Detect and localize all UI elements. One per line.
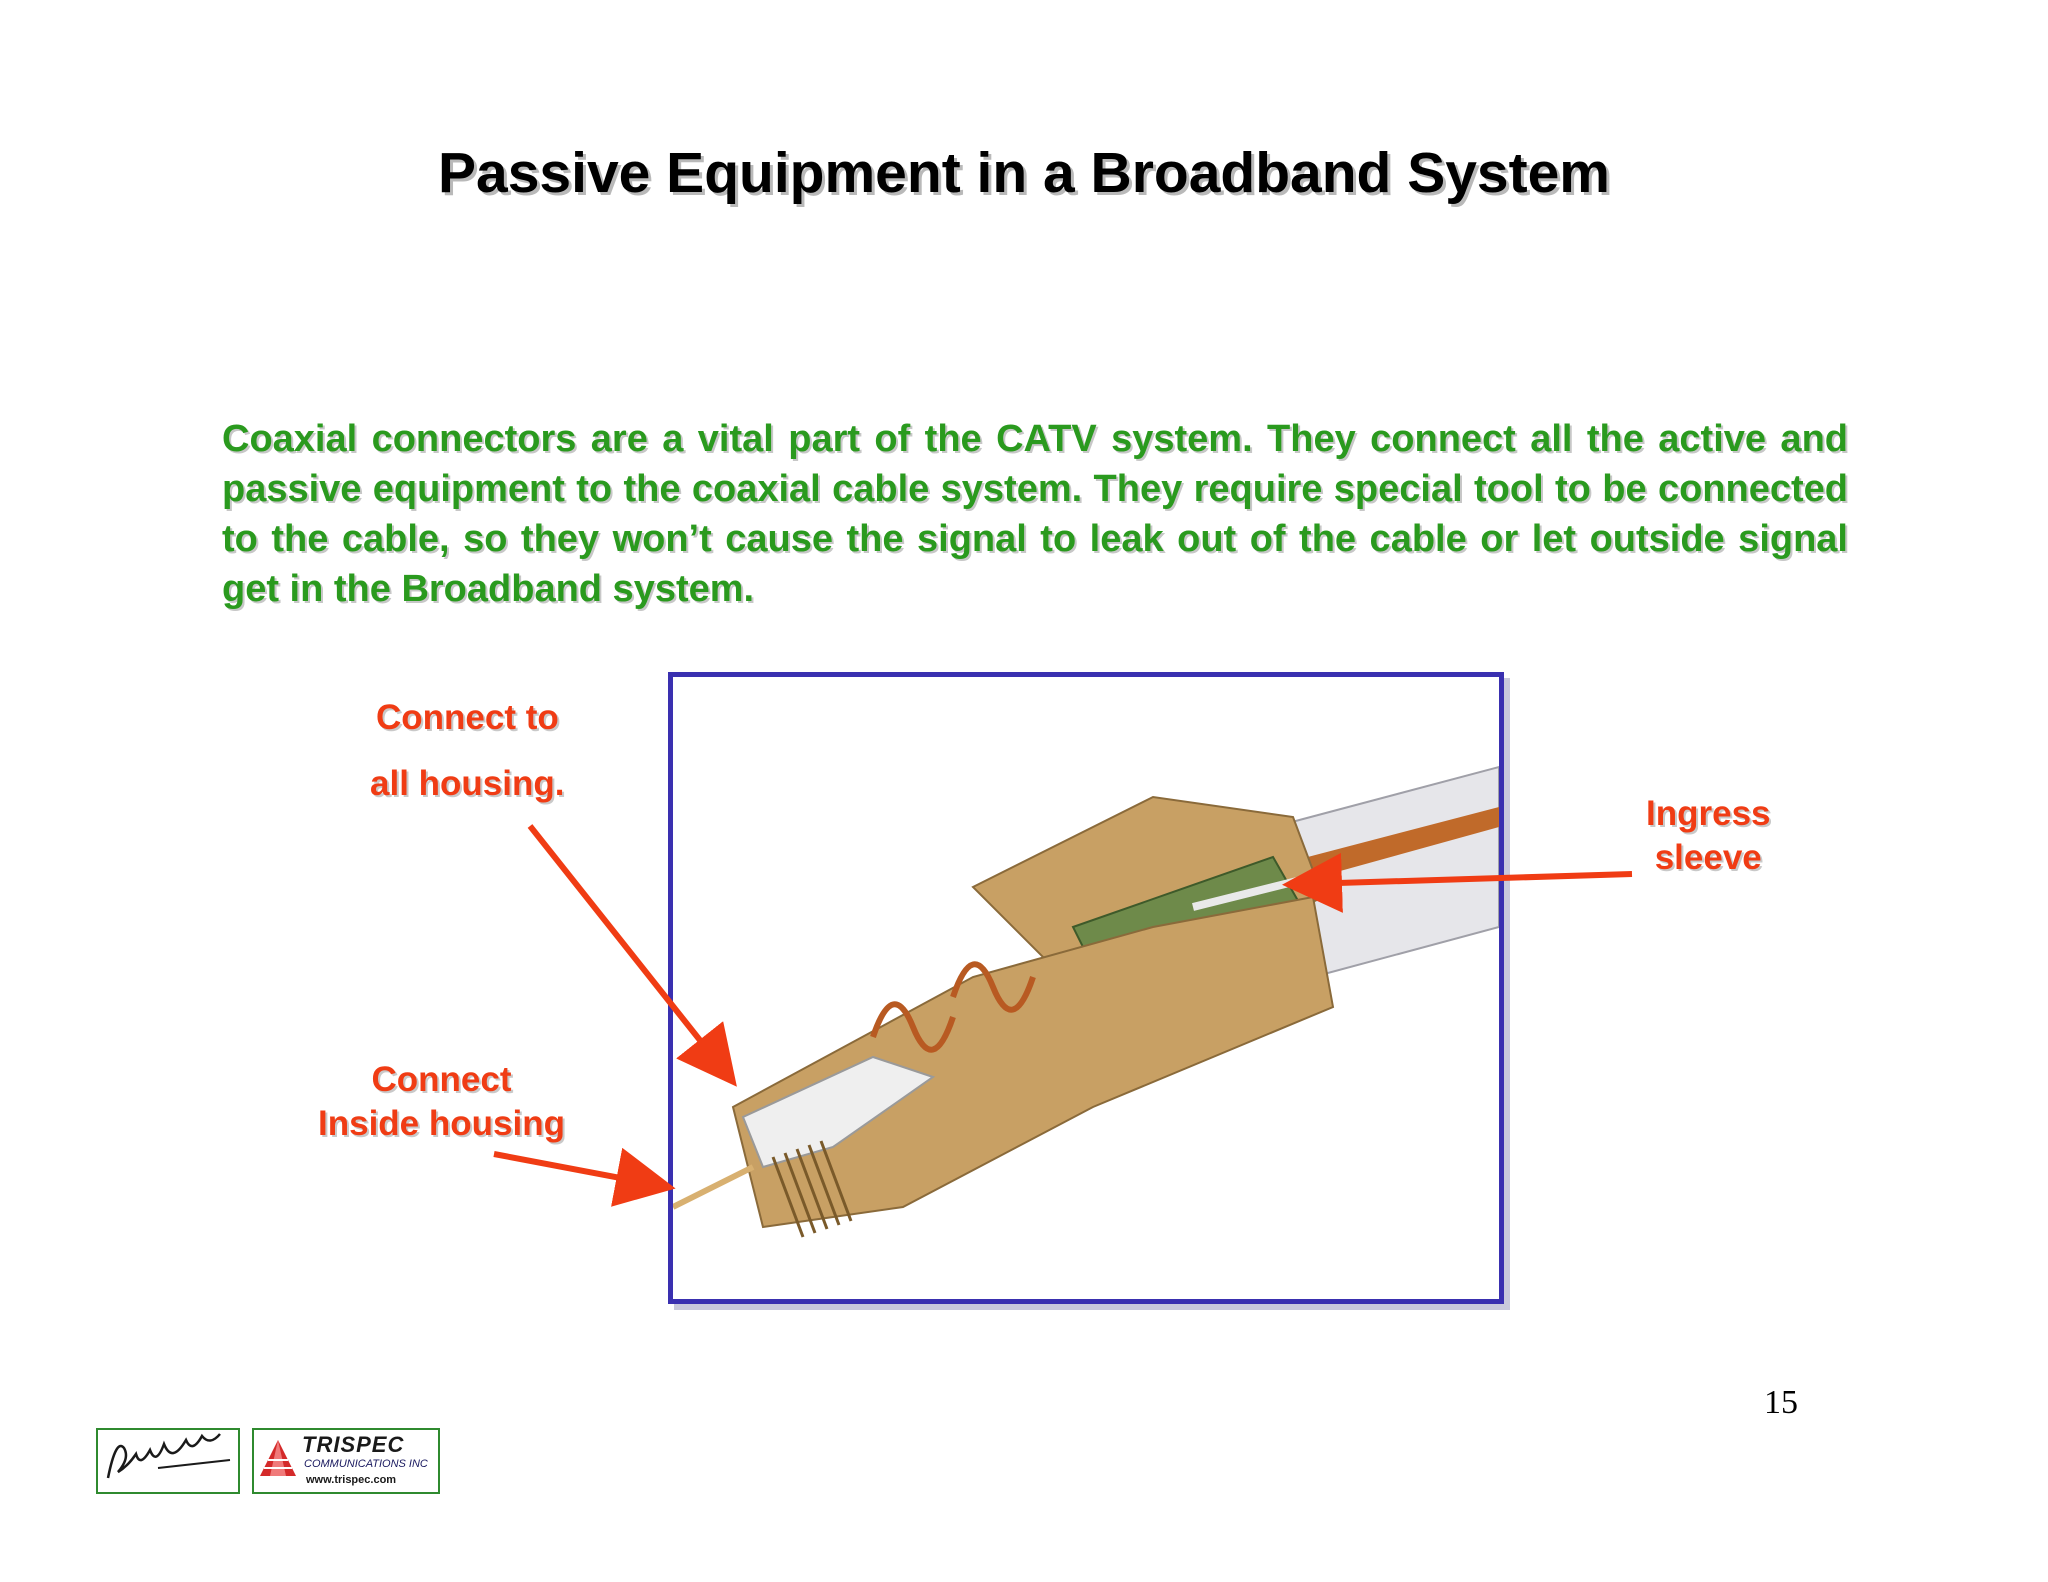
trispec-subtitle: COMMUNICATIONS INC	[304, 1458, 428, 1470]
trispec-name: TRISPEC	[302, 1432, 405, 1457]
signature-logo	[96, 1428, 240, 1494]
front-threads	[771, 1140, 853, 1238]
slide-body-text: Coaxial connectors are a vital part of t…	[222, 418, 1848, 610]
slide-title: Passive Equipment in a Broadband System	[437, 141, 1610, 205]
center-pin	[673, 1164, 755, 1210]
callout-connect-to: Connect to	[376, 698, 559, 737]
trispec-pyramid-icon	[260, 1440, 296, 1476]
callout-inside-line2: Inside housing	[318, 1104, 565, 1143]
page-number: 15	[1764, 1384, 1798, 1421]
callout-connect-inside: Connect Inside housing	[318, 1058, 565, 1146]
connector-cavity	[741, 1055, 936, 1169]
trispec-url: www.trispec.com	[306, 1474, 397, 1486]
signature-icon	[106, 1433, 231, 1479]
coax-connector-diagram	[668, 672, 1504, 1304]
spring-contact	[870, 1001, 956, 1053]
callout-inside-line1: Connect	[371, 1060, 512, 1099]
callout-ingress-sleeve: Ingress sleeve	[1646, 792, 1771, 880]
arrow-to-inside-housing	[493, 1147, 676, 1207]
callout-all-housing: all housing.	[370, 764, 565, 803]
coax-connector-illustration	[673, 765, 1499, 1238]
trispec-logo: TRISPEC COMMUNICATIONS INC www.trispec.c…	[252, 1428, 440, 1494]
spring-contact-2	[950, 961, 1036, 1013]
callout-ingress-line1: Ingress	[1646, 794, 1771, 833]
callout-ingress-line2: sleeve	[1654, 838, 1762, 877]
